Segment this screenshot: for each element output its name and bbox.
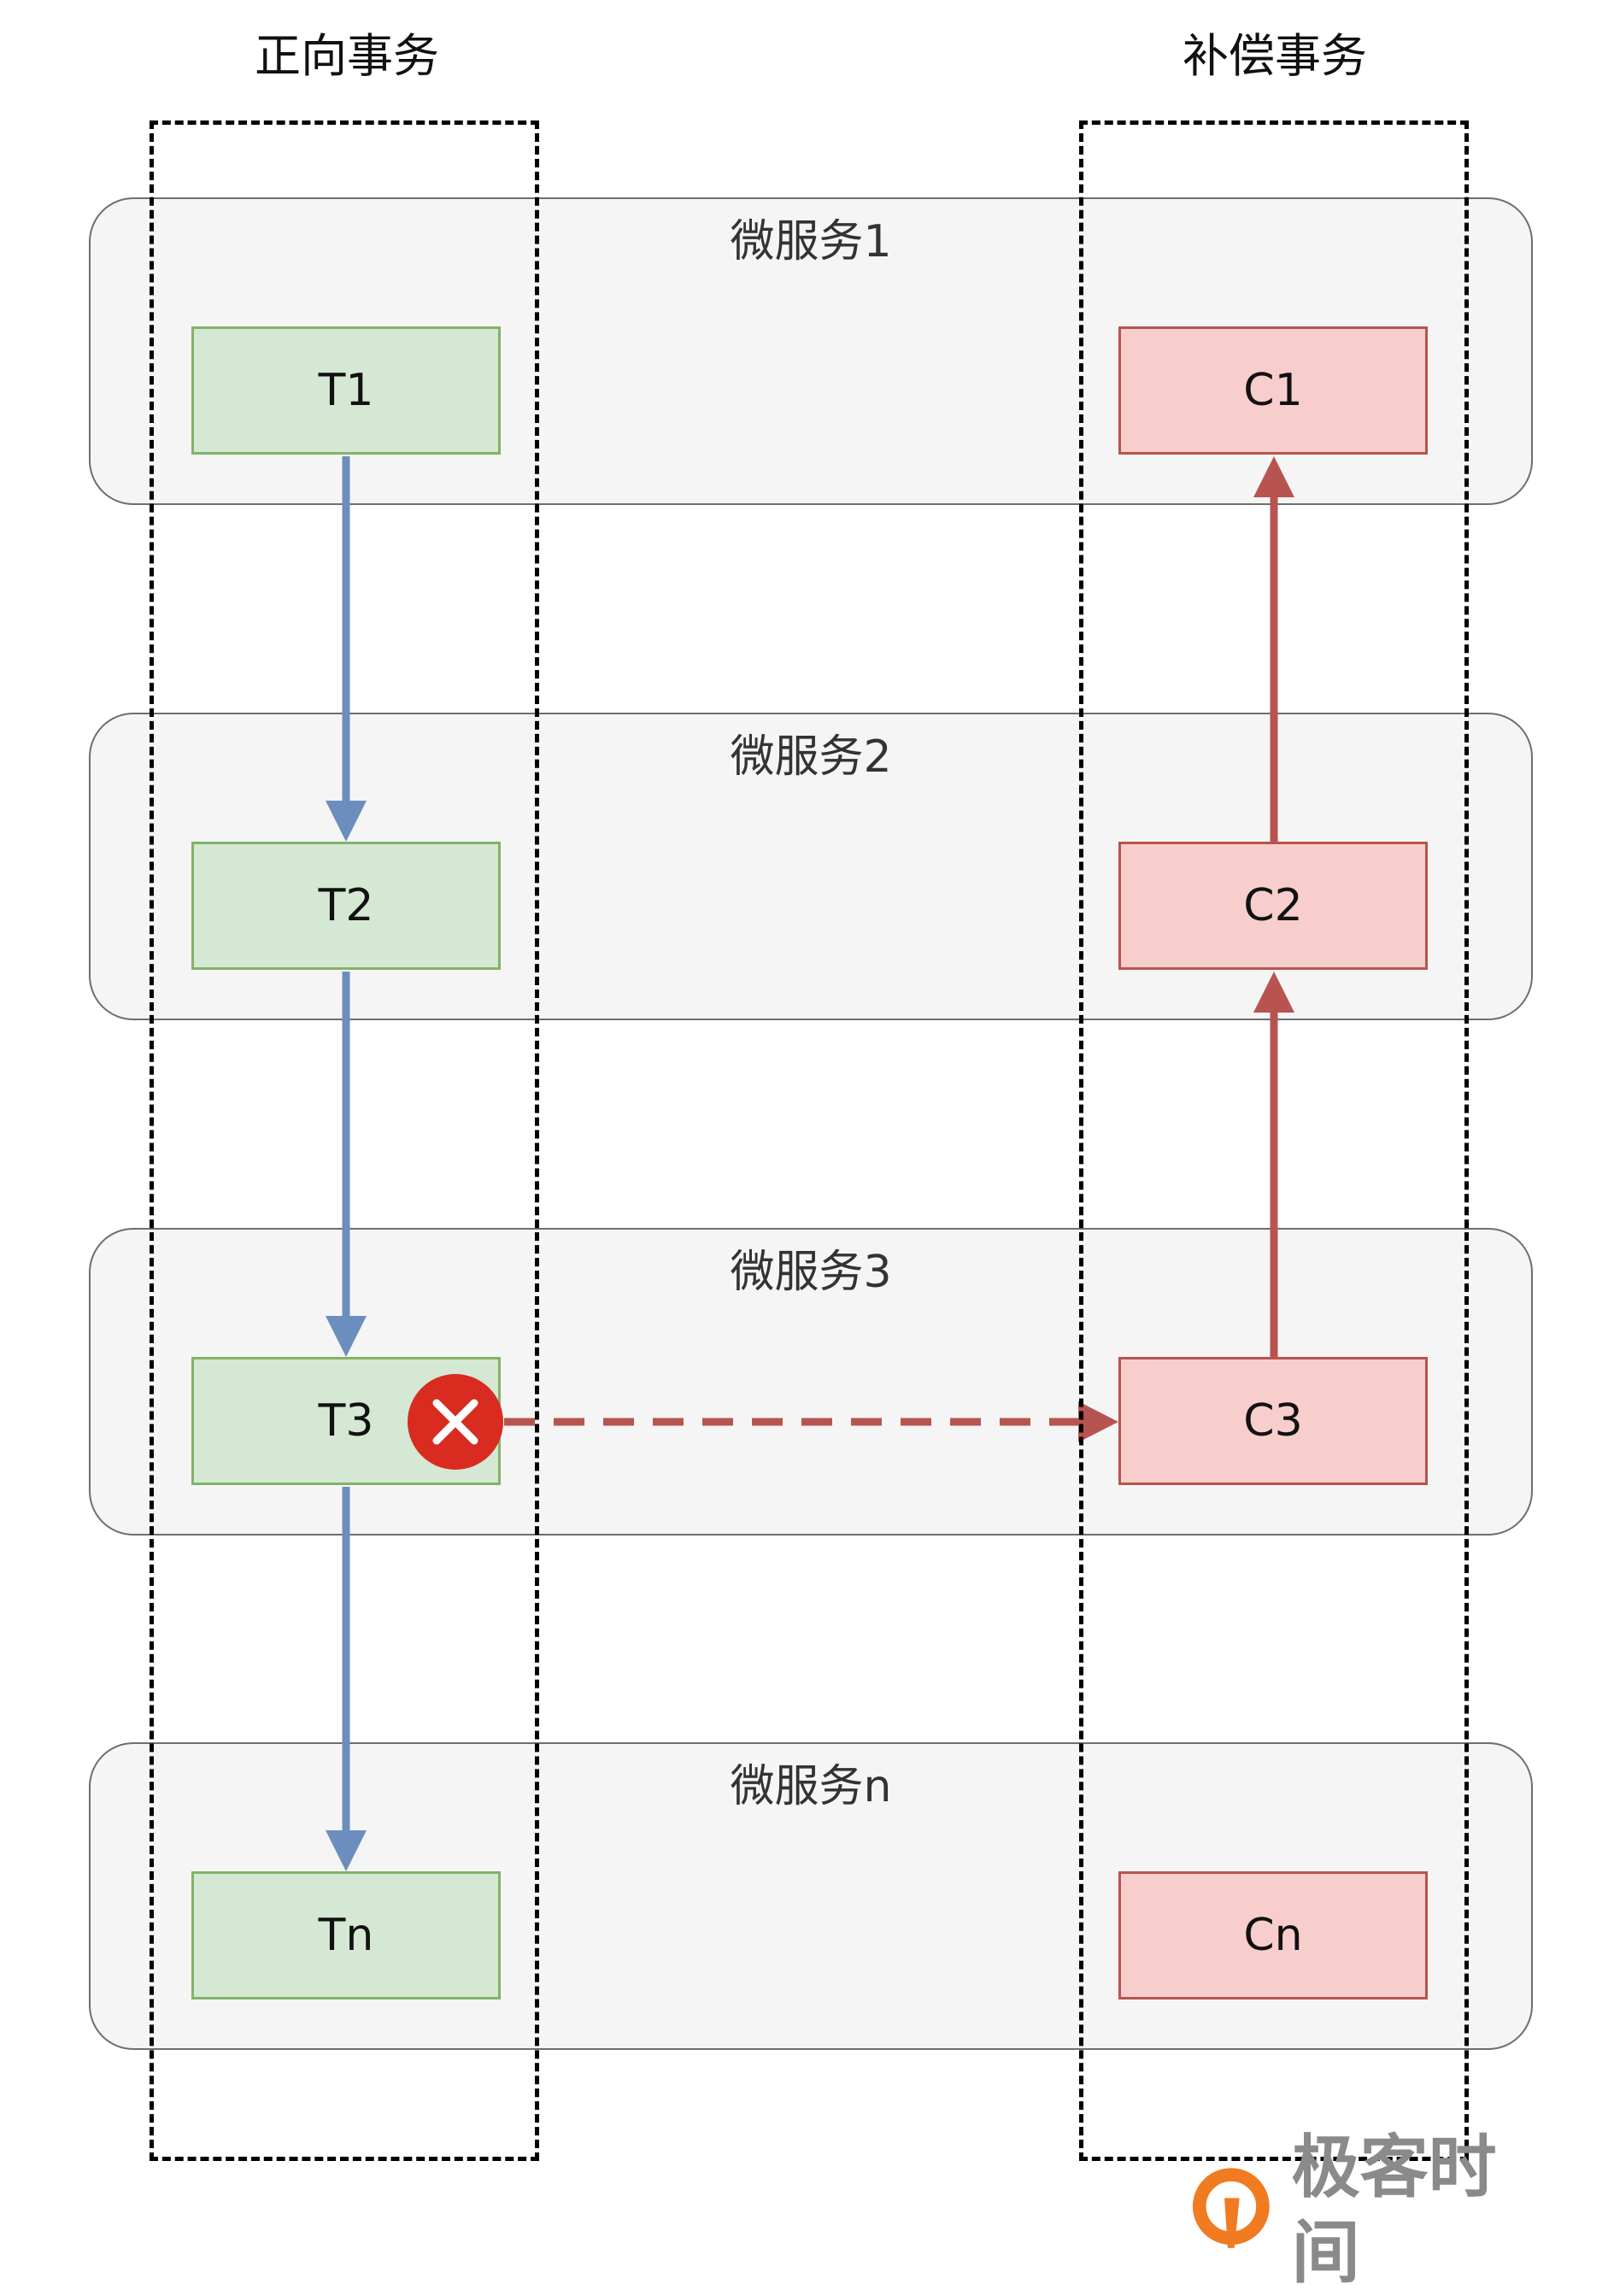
forward-transactions-title: 正向事务 <box>255 29 439 83</box>
lane-title: 微服务2 <box>730 731 892 783</box>
geektime-logo-icon <box>1192 2168 1270 2248</box>
lane-title: 微服务n <box>730 1761 892 1812</box>
arrowhead-t3 <box>326 1316 367 1357</box>
compensating-transaction-c1: C1 <box>1118 326 1428 455</box>
compensating-transaction-c2: C2 <box>1118 842 1428 970</box>
forward-transaction-tn: Tn <box>191 1871 501 1999</box>
lane-title: 微服务1 <box>730 216 892 267</box>
lane-title: 微服务3 <box>730 1247 892 1298</box>
arrowhead-t2 <box>326 801 367 842</box>
error-x-icon <box>408 1374 503 1470</box>
forward-transaction-t2: T2 <box>191 842 501 970</box>
compensating-transaction-c3: C3 <box>1118 1357 1428 1485</box>
arrowhead-tn <box>326 1830 367 1871</box>
arrowhead-c1 <box>1253 456 1294 497</box>
arrowhead-c2 <box>1253 972 1294 1013</box>
geektime-logo: 极客时间 <box>1191 2128 1558 2293</box>
compensating-transaction-cn: Cn <box>1118 1871 1428 1999</box>
geektime-logo-text: 极客时间 <box>1291 2128 1497 2293</box>
forward-transaction-t1: T1 <box>191 326 501 455</box>
compensating-transactions-title: 补偿事务 <box>1183 29 1367 83</box>
arrowhead-c3 <box>1078 1401 1118 1442</box>
